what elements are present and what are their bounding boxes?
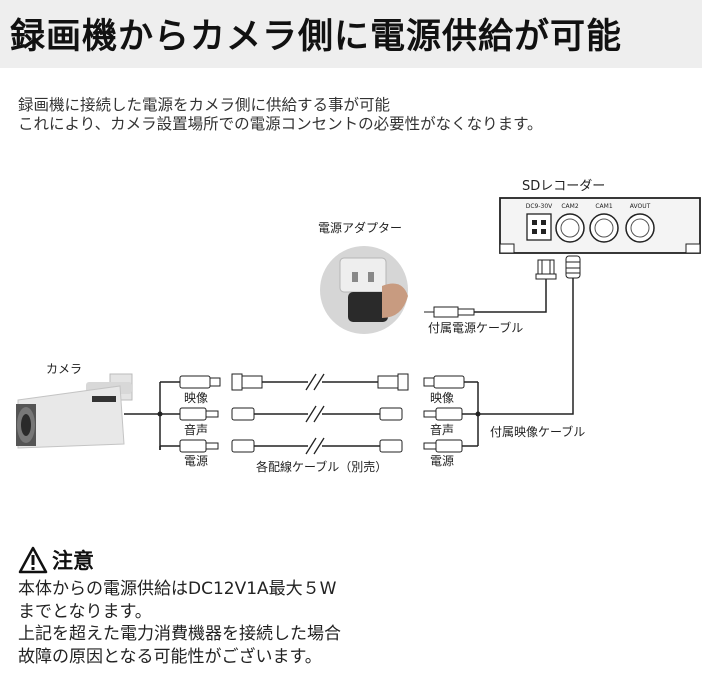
power-cable-label: 付属電源ケーブル [428, 320, 523, 335]
camera-label: カメラ [46, 362, 82, 376]
sd-recorder: DC9-30V CAM2 CAM1 AVOUT [499, 197, 701, 254]
right-video-connector [423, 375, 465, 389]
power-cable-line [474, 279, 547, 313]
intro-line-1: 録画機に接続した電源をカメラ側に供給する事が可能 [18, 96, 391, 114]
right-audio-connector [423, 407, 463, 421]
notice-line: 故障の原因となる可能性がございます。 [18, 646, 322, 667]
video-plug [565, 255, 581, 279]
notice-heading-row: 注意 [18, 545, 341, 575]
adapter-label: 電源アダプター [318, 220, 402, 235]
video-cable-label: 付属映像ケーブル [490, 424, 585, 439]
connection-diagram: SDレコーダー DC9-30V CAM2 CAM1 AVOUT 電源アダプター [16, 179, 701, 474]
right-label-power: 電源 [430, 454, 454, 468]
right-label-video: 映像 [430, 391, 454, 405]
page-title: 録画機からカメラ側に電源供給が可能 [10, 17, 623, 57]
recorder-label: SDレコーダー [522, 179, 605, 194]
cable-break-marks [305, 372, 325, 456]
cam2-port [555, 213, 585, 243]
dc-power-port [526, 213, 552, 241]
intro-line-2: これにより、カメラ設置場所での電源コンセントの必要性がなくなります。 [18, 115, 543, 133]
dc-plug [535, 259, 557, 280]
extension-cable-audio [231, 407, 403, 421]
port-label-cam2: CAM2 [561, 203, 578, 210]
notice-line: 上記を超えた電力消費機器を接続した場合 [18, 624, 341, 644]
port-label-dc: DC9-30V [526, 203, 553, 210]
notice-body: 本体からの電源供給はDC12V1A最大５W までとなります。 上記を超えた電力消… [18, 578, 341, 668]
intro-text: 録画機に接続した電源をカメラ側に供給する事が可能 これにより、カメラ設置場所での… [18, 96, 543, 134]
left-label-video: 映像 [184, 391, 208, 405]
notice-heading: 注意 [52, 549, 94, 573]
notice-section: 注意 本体からの電源供給はDC12V1A最大５W までとなります。 上記を超えた… [18, 545, 341, 668]
port-label-avout: AVOUT [630, 203, 651, 210]
warning-triangle-icon [18, 546, 48, 574]
header-bar: 録画機からカメラ側に電源供給が可能 [0, 0, 702, 68]
left-power-connector [179, 439, 219, 453]
cam1-port [589, 213, 619, 243]
left-label-audio: 音声 [184, 422, 208, 437]
notice-line: 本体からの電源供給はDC12V1A最大５W [18, 579, 337, 599]
left-video-connector [179, 375, 221, 389]
power-adapter-photo [320, 246, 408, 334]
video-cable-line [478, 278, 574, 415]
camera-photo [16, 373, 133, 449]
notice-line: までとなります。 [18, 601, 152, 622]
port-label-cam1: CAM1 [595, 203, 612, 210]
left-label-power: 電源 [184, 454, 208, 468]
avout-port [625, 213, 655, 243]
left-audio-connector [179, 407, 219, 421]
power-cable-plug [424, 306, 475, 318]
wiring-label: 各配線ケーブル（別売） [256, 459, 387, 474]
right-power-connector [423, 439, 463, 453]
extension-cable-video [231, 373, 409, 391]
right-label-audio: 音声 [430, 422, 454, 437]
